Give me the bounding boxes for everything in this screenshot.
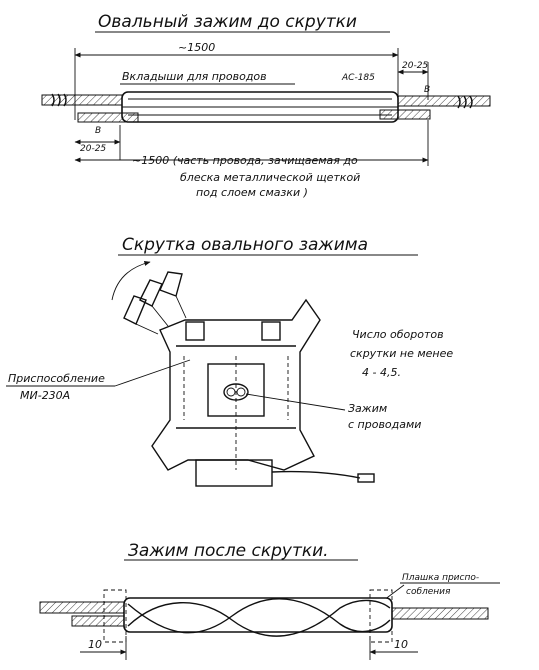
clamp-leader (245, 393, 346, 411)
handle-2 (139, 279, 163, 307)
note-line-1: ~1500 (часть провода, зачищаемая до (132, 154, 358, 167)
jaw-label-line-2: собления (406, 587, 451, 597)
note-line-3: под слоем смазки ) (196, 186, 308, 199)
jaw-right (369, 589, 393, 643)
device-frame (151, 298, 321, 471)
inserts-label: Вкладыши для проводов (122, 70, 267, 83)
rotation-arc (111, 260, 151, 301)
cable-plug (357, 473, 375, 483)
turns-note-line-2: скрутки не менее (350, 347, 453, 360)
bolt-left (185, 321, 205, 341)
wire-right-stub (397, 95, 491, 107)
cable (271, 470, 361, 479)
after-wire-left (39, 601, 131, 614)
mark-b-left: В (95, 126, 101, 136)
turns-note-line-3: 4 - 4,5. (362, 366, 401, 379)
twist-helix-1 (127, 598, 391, 634)
wire-circle-2 (236, 387, 246, 397)
jaw-left (103, 589, 127, 643)
clamp-label-line-1: Зажим (348, 402, 387, 415)
dim-after-left-text: 10 (88, 638, 102, 651)
dim-left-text: 20-25 (80, 144, 106, 154)
section2-title: Скрутка овального зажима (122, 235, 368, 255)
section1-title: Овальный зажим до скрутки (98, 12, 357, 32)
wire-lower-left (77, 112, 139, 123)
device-leader (114, 359, 191, 387)
dim-overall-text: ~1500 (178, 41, 215, 54)
after-sleeve (123, 597, 393, 633)
after-wire-left-lower (71, 615, 129, 627)
handle-link-1 (135, 295, 187, 335)
twist-helix-2 (127, 599, 391, 637)
clamp-assembly-before (41, 91, 491, 123)
wire-lower-right (379, 109, 431, 120)
turns-note-line-1: Число оборотов (352, 328, 444, 341)
jaw-label-line-1: Плашка приспо- (402, 573, 479, 583)
handle-3 (123, 295, 147, 325)
wire-coil-right (457, 95, 473, 109)
wire-grade-label: АС-185 (341, 73, 375, 83)
wire-coil-left (51, 93, 67, 107)
note-line-2: блеска металлической щеткой (180, 171, 360, 184)
handle-1 (159, 271, 183, 297)
device-base (195, 459, 273, 487)
section-before-twist: Овальный зажим до скрутки ~1500 20-25 Вк… (41, 12, 491, 199)
dim-right-text: 20-25 (402, 61, 428, 71)
device-label-line-2: МИ-230А (20, 389, 70, 402)
clamp-assembly-after (39, 589, 489, 643)
mark-b-right: В (424, 85, 430, 95)
device-label-line-1: Приспособление (8, 372, 105, 385)
wire-circle-1 (226, 387, 236, 397)
section3-title: Зажим после скрутки. (128, 541, 329, 561)
dim-after-right-text: 10 (394, 638, 408, 651)
section-twisting: Скрутка овального зажима (6, 235, 453, 487)
after-wire-right (391, 607, 489, 620)
twisting-device-drawing (111, 260, 375, 487)
clamp-label-line-2: с проводами (348, 418, 421, 431)
section-after-twist: Зажим после скрутки. Плашка приспо- собл… (39, 541, 500, 660)
bolt-right (261, 321, 281, 341)
